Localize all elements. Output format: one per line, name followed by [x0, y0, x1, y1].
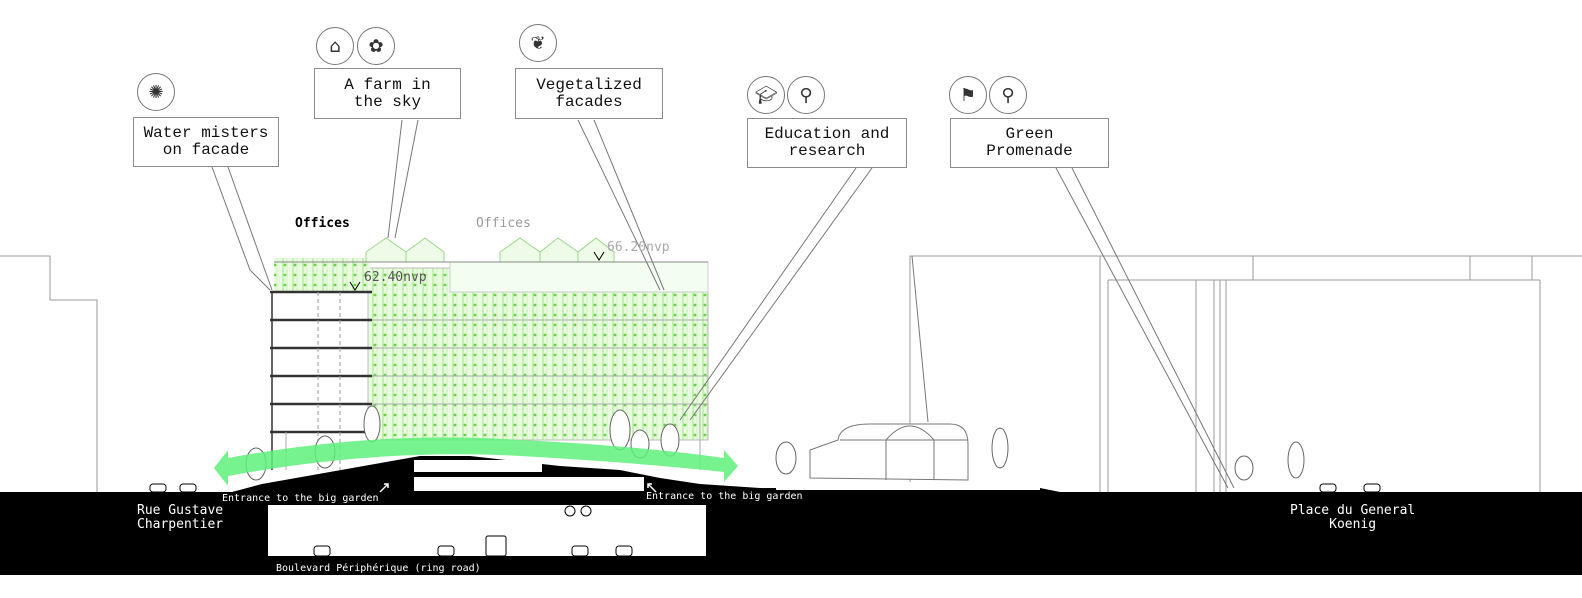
callout-water-misters: Water misters on facade [133, 117, 279, 167]
callout-education: Education and research [747, 118, 907, 168]
greenhouse-icon: ⌂ [316, 27, 354, 65]
building [270, 237, 709, 470]
pavilion [809, 423, 969, 481]
ring-road-label: Boulevard Périphérique (ring road) [276, 563, 481, 574]
offices-label-right: Offices [476, 216, 531, 231]
level-marker-high: 66.20nvp [607, 240, 670, 255]
graduation-cap-icon: 🎓︎ [747, 76, 785, 114]
flower-icon: ✿ [357, 27, 395, 65]
cars [149, 483, 1381, 557]
street-label-right: Place du General Koenig [1290, 503, 1416, 532]
entrance-label-left: Entrance to the big garden [222, 493, 379, 504]
level-marker-low: 62.40nvp [364, 270, 427, 285]
garden-flow-arrow [214, 437, 738, 486]
callout-vegetalized: Vegetalized facades [515, 68, 663, 119]
callout-farm-sky: A farm in the sky [314, 68, 461, 119]
people-icon: ⚲ [989, 76, 1027, 114]
street-label-left: Rue Gustave Charpentier [137, 503, 224, 532]
leader-lines [211, 119, 1235, 489]
ground [0, 456, 1582, 575]
skyline-outline [0, 255, 1582, 492]
offices-label-left: Offices [295, 216, 350, 231]
entrance-label-right: Entrance to the big garden [646, 491, 803, 502]
leaf-icon: ❦ [519, 24, 557, 62]
people-icon: ⚲ [787, 76, 825, 114]
runner-icon: ⚑ [949, 76, 987, 114]
mister-icon: ✺ [137, 73, 175, 111]
callout-promenade: Green Promenade [950, 118, 1109, 168]
